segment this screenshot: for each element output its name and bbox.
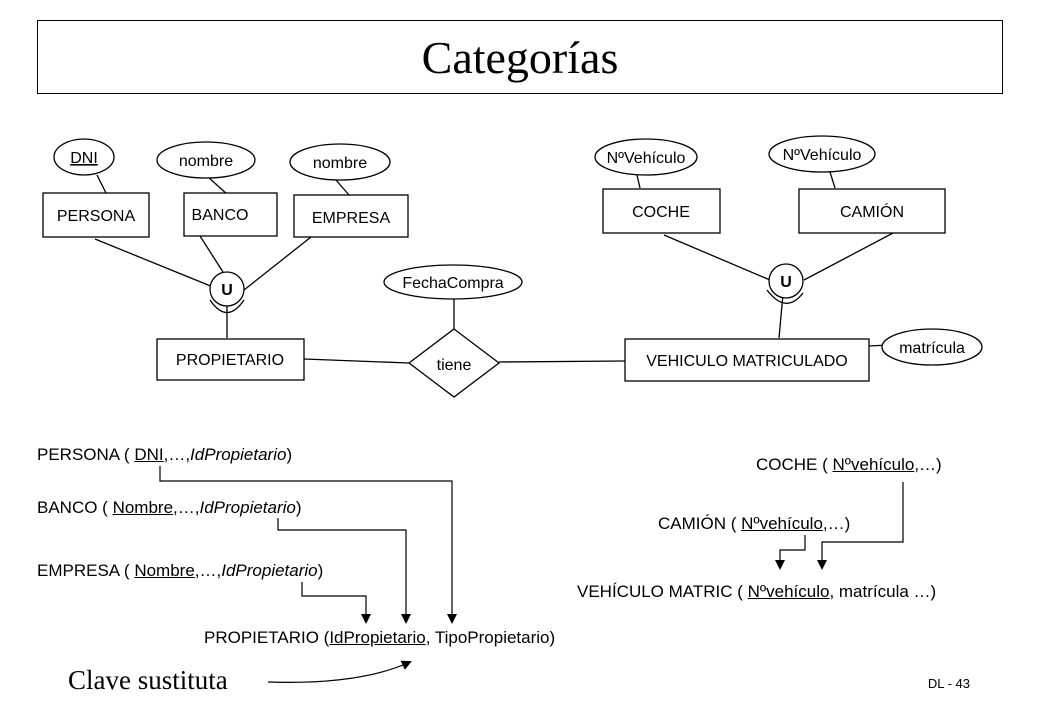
union-left-label: U xyxy=(221,282,233,299)
propietario-tiene-line xyxy=(303,358,410,364)
empresa-union-line xyxy=(243,236,312,291)
camion-union-line xyxy=(803,232,894,281)
nvehiculo-coche-label: NºVehículo xyxy=(607,150,686,167)
banco-union-line xyxy=(199,235,224,273)
clave-sustituta-label: Clave sustituta xyxy=(68,665,228,695)
nvehiculo-camion-connector xyxy=(829,171,836,189)
nombre-empresa-label: nombre xyxy=(313,155,367,172)
coche-relation: COCHE ( Nºvehículo,…) xyxy=(756,455,942,474)
nombre-empresa-ellipse xyxy=(289,143,391,181)
nombre-banco-ellipse xyxy=(156,141,256,179)
persona-box xyxy=(42,192,150,238)
nombre-banco-connector xyxy=(207,176,229,196)
nvehiculo-coche-ellipse xyxy=(594,138,698,176)
nombre-banco-label: nombre xyxy=(179,153,233,170)
propietario-label: PROPIETARIO xyxy=(176,352,284,369)
dni-label: DNI xyxy=(70,150,98,167)
banco-fk-arrow xyxy=(277,518,411,624)
propietario-relation: PROPIETARIO (IdPropietario, TipoPropieta… xyxy=(204,628,556,647)
nvehiculo-camion-label: NºVehículo xyxy=(783,147,862,164)
dni-ellipse xyxy=(53,138,115,176)
camion-label: CAMIÓN xyxy=(840,202,904,221)
coche-label: COCHE xyxy=(632,204,690,221)
tiene-diamond xyxy=(407,328,501,398)
slide-number: DL - 43 xyxy=(927,676,970,691)
persona-union-line xyxy=(94,238,214,288)
union-right-arc xyxy=(766,289,804,304)
coche-box xyxy=(602,188,721,234)
nombre-empresa-connector xyxy=(335,179,350,196)
propietario-box xyxy=(156,338,305,381)
persona-fk-arrow xyxy=(159,466,457,624)
union-vehiculo-line xyxy=(778,293,784,339)
empresa-box xyxy=(293,194,409,238)
union-left-circle xyxy=(209,271,245,307)
empresa-relation: EMPRESA ( Nombre,…,IdPropietario) xyxy=(37,561,324,580)
empresa-label: EMPRESA xyxy=(312,210,391,227)
camion-relation: CAMIÓN ( Nºvehículo,…) xyxy=(658,514,851,533)
union-right-circle xyxy=(768,263,804,299)
slide-title: Categorías xyxy=(421,31,619,83)
dni-connector xyxy=(96,174,107,194)
camion-fk-arrow xyxy=(775,535,806,570)
tiene-vehiculo-line xyxy=(498,360,626,363)
vehiculo-relation: VEHÍCULO MATRIC ( Nºvehículo, matrícula … xyxy=(577,582,937,601)
banco-label: BANCO xyxy=(192,207,249,224)
title-box: Categorías xyxy=(37,20,1003,94)
fechacompra-label: FechaCompra xyxy=(402,275,503,292)
banco-box xyxy=(183,192,278,237)
union-right-label: U xyxy=(780,274,792,291)
persona-relation: PERSONA ( DNI,…,IdPropietario) xyxy=(37,445,293,464)
persona-label: PERSONA xyxy=(57,208,136,225)
clave-sustituta-arrow xyxy=(267,660,412,683)
banco-relation: BANCO ( Nombre,…,IdPropietario) xyxy=(37,498,302,517)
empresa-fk-arrow xyxy=(301,582,371,624)
matricula-ellipse xyxy=(881,328,983,366)
nvehiculo-coche-connector xyxy=(636,174,641,189)
matricula-label: matrícula xyxy=(899,340,965,357)
union-left-arc xyxy=(209,299,245,314)
vehiculo-box xyxy=(624,338,870,382)
coche-union-line xyxy=(663,234,771,281)
tiene-label: tiene xyxy=(437,357,472,374)
fechacompra-ellipse xyxy=(383,264,523,300)
coche-fk-arrow xyxy=(817,482,904,570)
vehiculo-label: VEHICULO MATRICULADO xyxy=(646,353,848,370)
nvehiculo-camion-ellipse xyxy=(768,135,876,173)
camion-box xyxy=(798,188,946,234)
